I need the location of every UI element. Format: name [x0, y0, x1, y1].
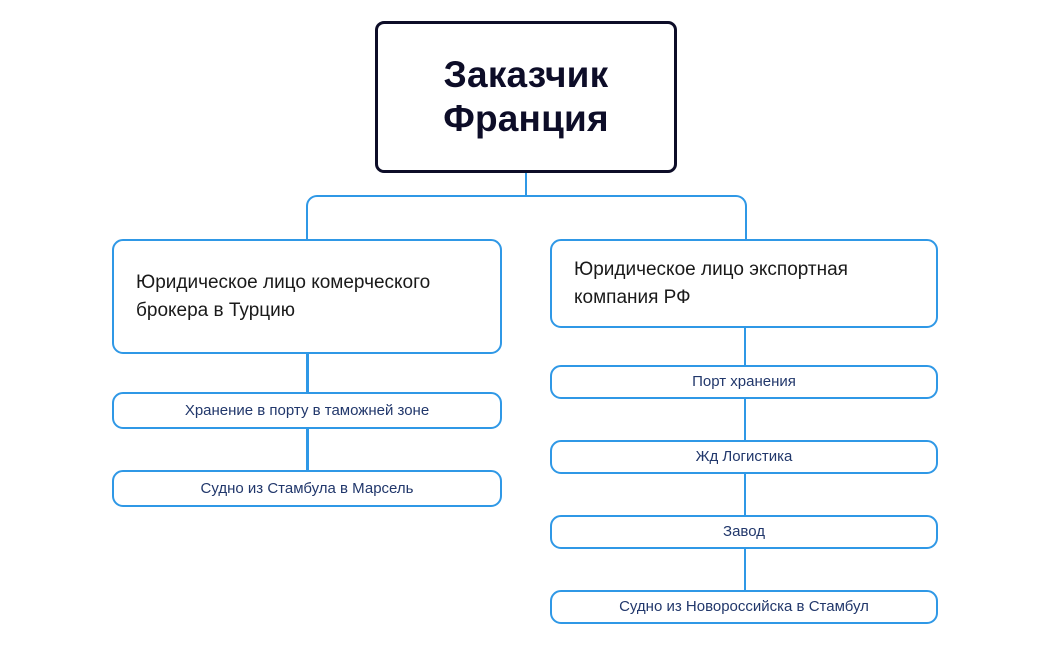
- node-entity-russia-label: Юридическое лицо экспортная компания РФ: [574, 258, 848, 308]
- connector-turkey-step1-to-step2: [306, 429, 309, 471]
- node-step-turkey-vessel-label: Судно из Стамбула в Марсель: [200, 479, 414, 497]
- connector-root-stem: [524, 173, 527, 195]
- connector-russia-entity-to-step1: [743, 328, 746, 366]
- node-step-russia-plant-label: Завод: [723, 523, 765, 541]
- node-step-russia-port[interactable]: Порт хранения: [550, 365, 938, 399]
- connector-russia-step1-to-step2: [743, 399, 746, 441]
- node-step-russia-vessel[interactable]: Судно из Новороссийска в Стамбул: [550, 590, 938, 624]
- node-entity-turkey-label: Юридическое лицо комерческого брокера в …: [136, 271, 431, 321]
- connector-russia-step3-to-step4: [743, 549, 746, 591]
- node-step-turkey-storage[interactable]: Хранение в порту в таможней зоне: [112, 392, 502, 429]
- node-root-customer[interactable]: Заказчик Франция: [375, 21, 677, 173]
- node-step-russia-plant[interactable]: Завод: [550, 515, 938, 549]
- node-entity-russia[interactable]: Юридическое лицо экспортная компания РФ: [550, 239, 938, 328]
- node-step-russia-port-label: Порт хранения: [692, 373, 796, 391]
- node-step-russia-rail-label: Жд Логистика: [695, 448, 793, 466]
- node-step-russia-rail[interactable]: Жд Логистика: [550, 440, 938, 474]
- connector-root-bracket: [306, 195, 747, 241]
- node-step-turkey-vessel[interactable]: Судно из Стамбула в Марсель: [112, 470, 502, 507]
- node-step-turkey-storage-label: Хранение в порту в таможней зоне: [184, 401, 430, 419]
- connector-russia-step2-to-step3: [743, 474, 746, 516]
- node-step-russia-vessel-label: Судно из Новороссийска в Стамбул: [619, 598, 869, 616]
- node-root-label: Заказчик Франция: [443, 54, 609, 139]
- connector-turkey-entity-to-step1: [306, 354, 309, 393]
- node-entity-turkey[interactable]: Юридическое лицо комерческого брокера в …: [112, 239, 502, 354]
